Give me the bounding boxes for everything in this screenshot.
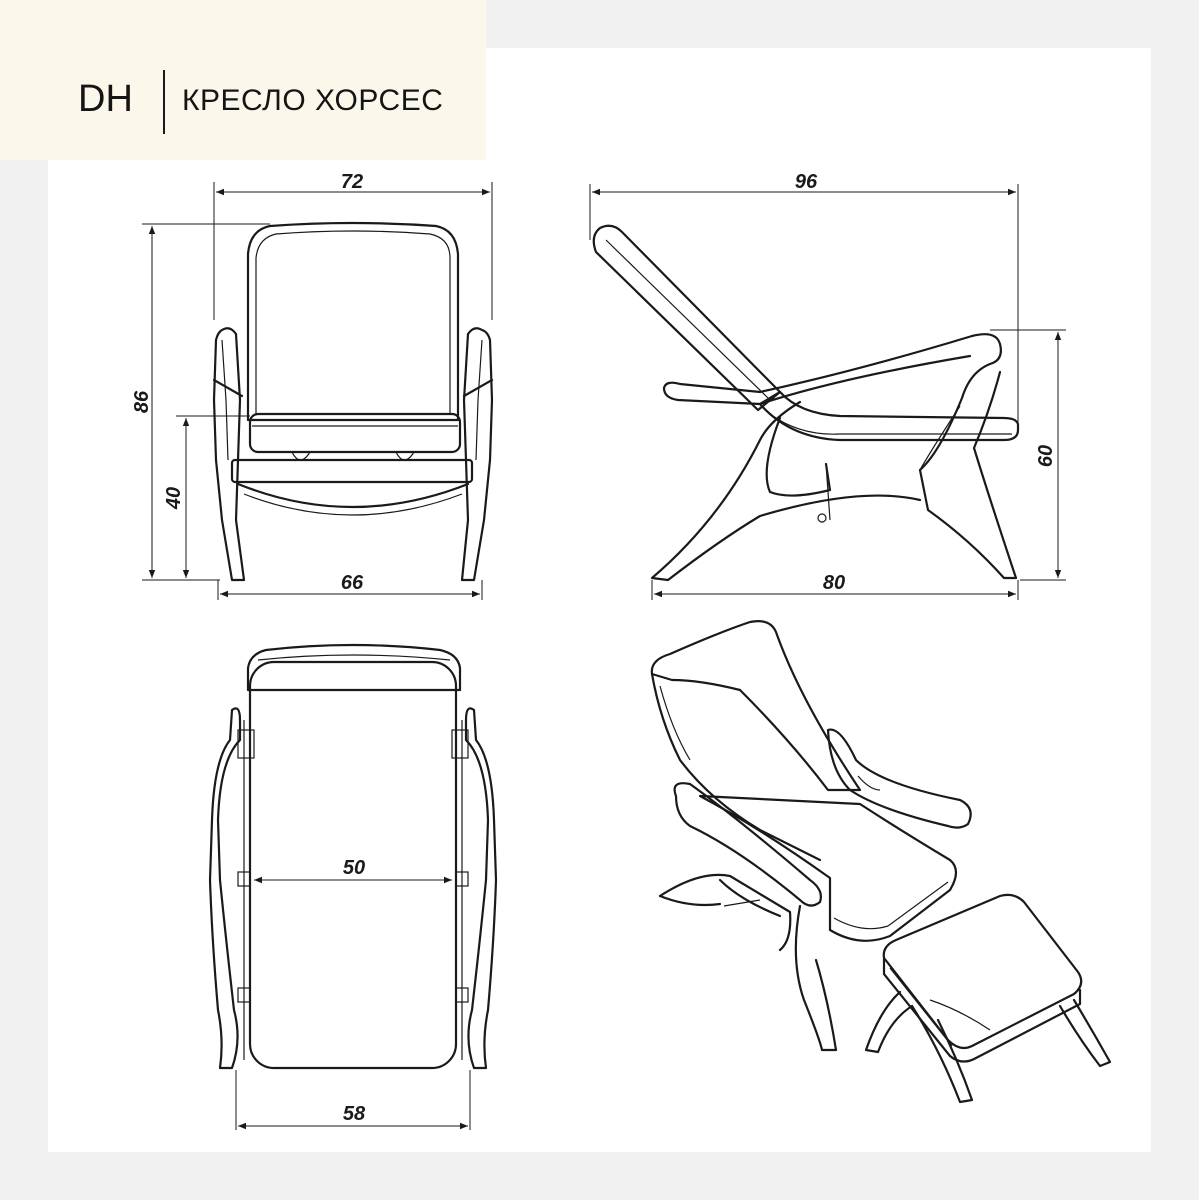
header-band [0,0,486,160]
perspective-view [650,620,1112,1104]
page-title: КРЕСЛО ХОРСЕС [182,84,444,117]
dim-front-width: 72 [341,171,363,193]
brand-logo: DH [78,78,133,120]
drawing-sheet [48,48,1151,1152]
dim-side-depth: 96 [795,171,818,193]
dim-front-base: 66 [341,572,364,594]
dim-top-base: 58 [343,1103,366,1125]
dim-side-arm-height: 60 [1035,445,1057,467]
header-divider [163,70,165,134]
top-view: 50 58 [208,643,498,1130]
side-view: 96 60 80 [589,171,1066,600]
dim-side-base: 80 [823,572,845,594]
dim-seat-height: 40 [163,487,185,510]
dim-front-height: 86 [131,390,153,413]
front-view: 72 86 40 66 [131,171,494,600]
dim-seat-width: 50 [343,857,365,879]
